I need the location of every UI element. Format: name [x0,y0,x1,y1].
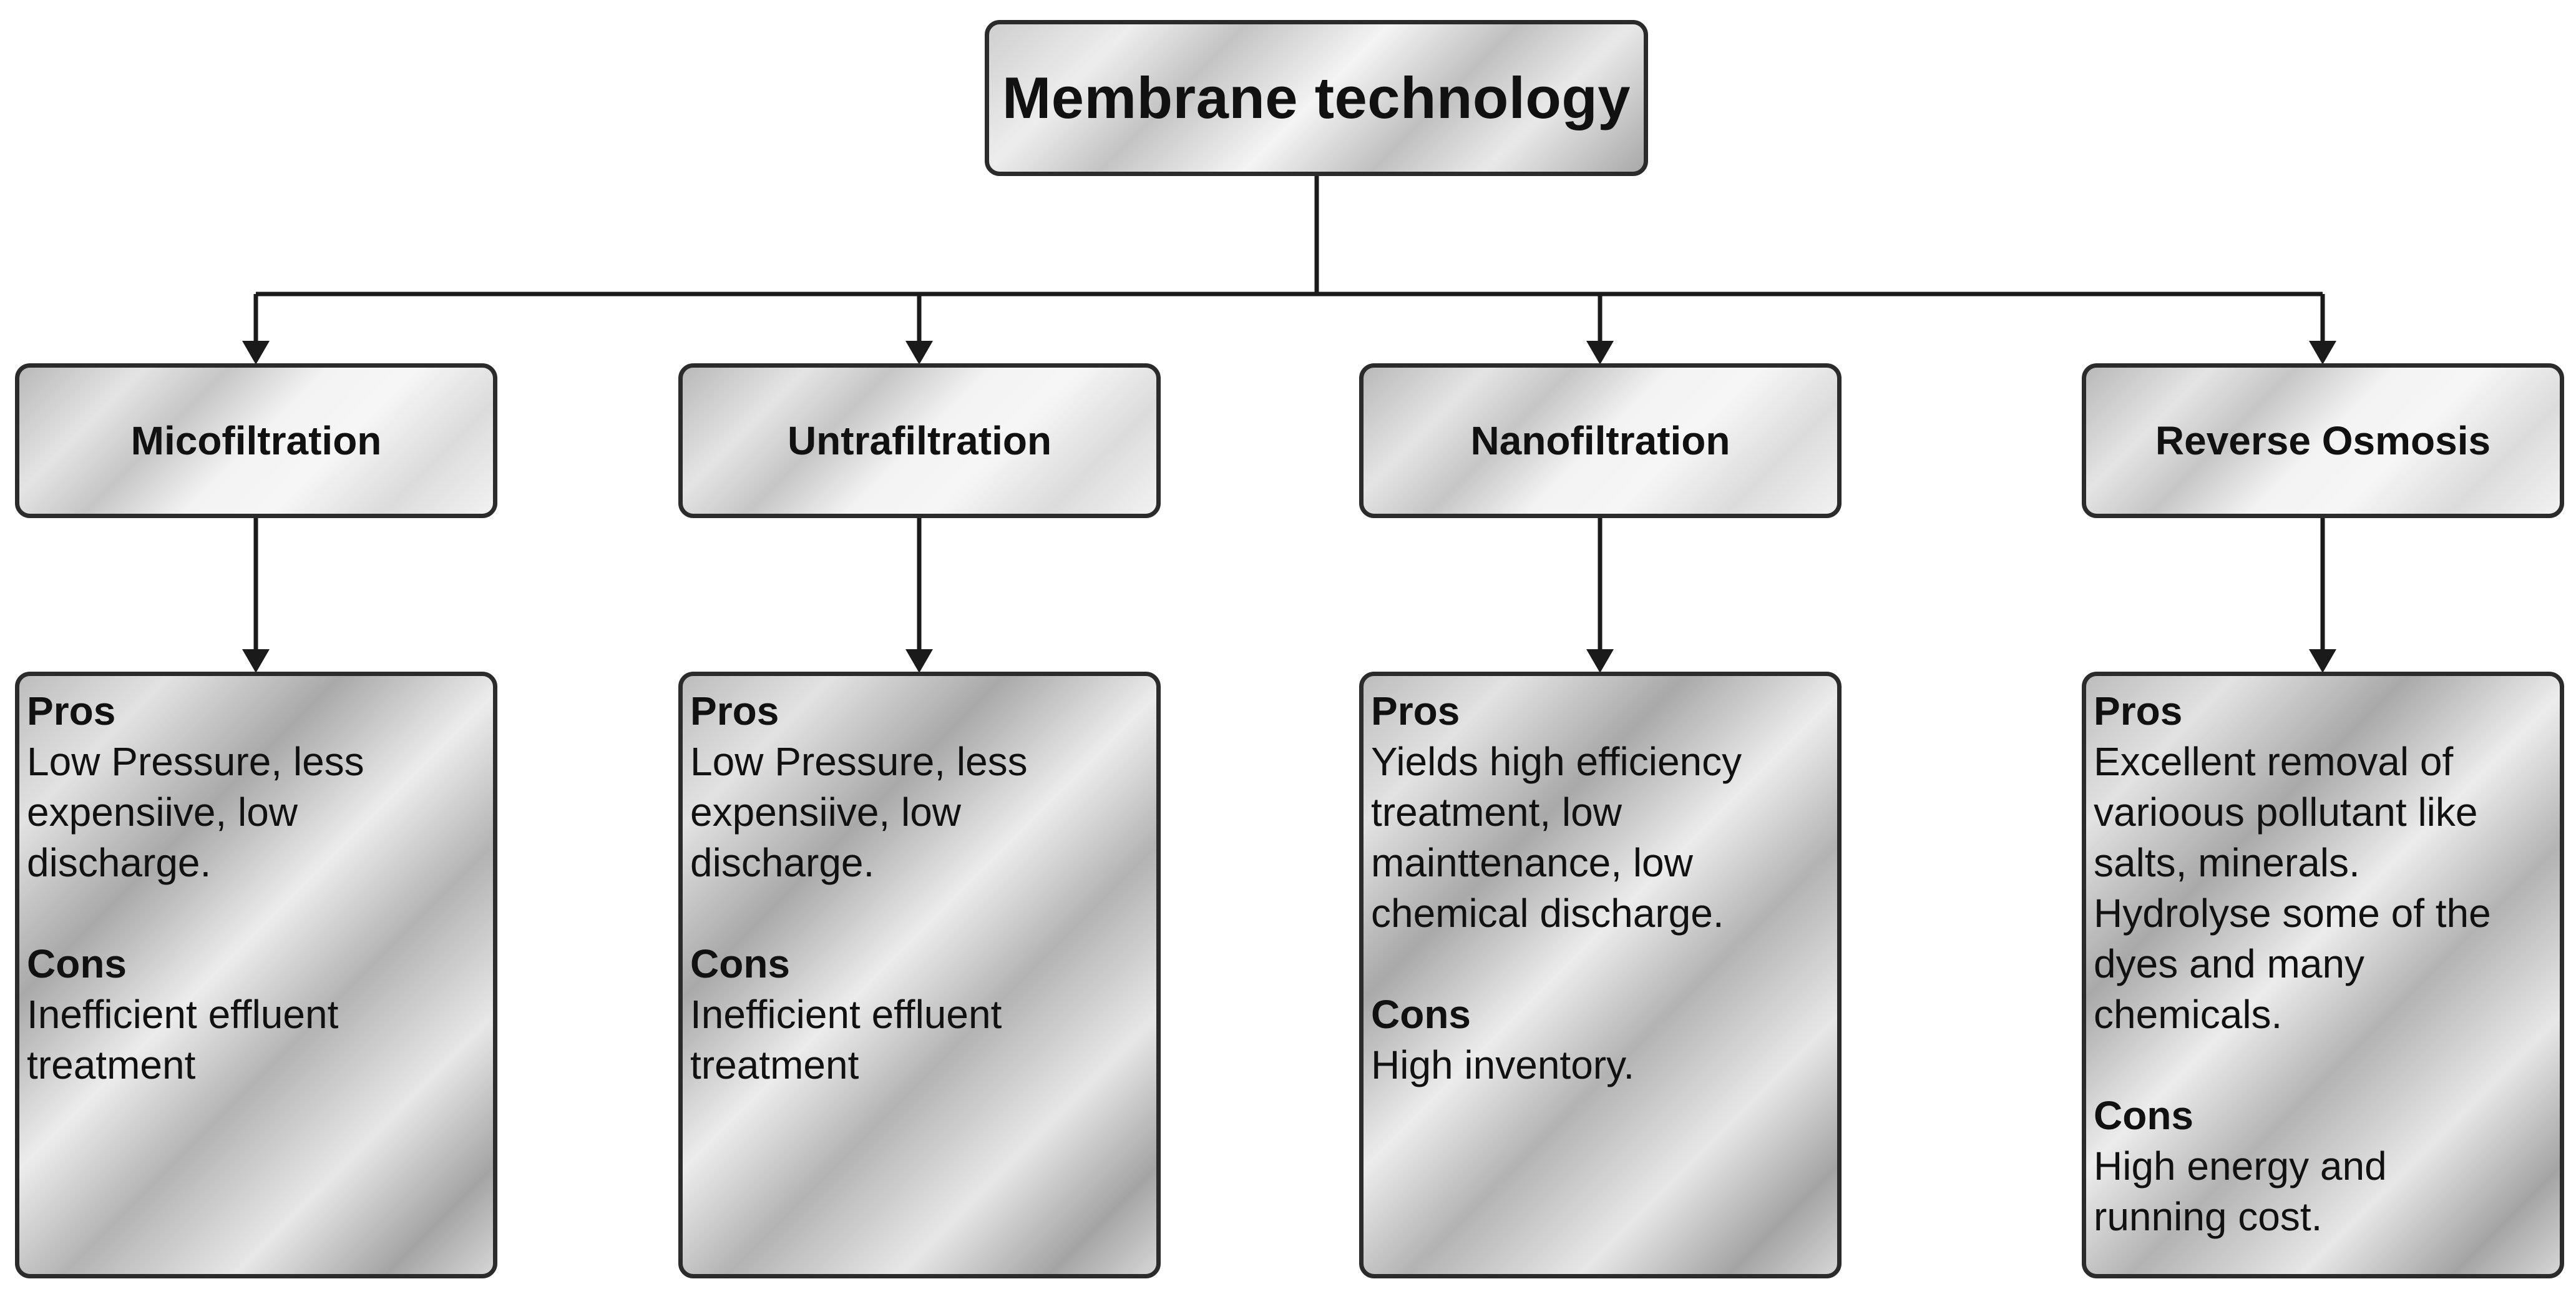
pros-line: expensiive, low [690,790,961,835]
cons-heading: Cons [690,941,790,986]
arrowhead-icon [242,341,270,365]
details-nanofiltration: Pros Yields high efficiency treatment, l… [1359,672,1842,1278]
pros-line: treatment, low [1371,790,1622,835]
arrowhead-icon [905,649,933,673]
type-label: Untrafiltration [787,418,1052,463]
pros-line: Excellent removal of [2094,739,2454,784]
cons-line: Inefficient effluent [27,992,339,1037]
pros-line: Low Pressure, less [690,739,1028,784]
details-untrafiltration: Pros Low Pressure, less expensiive, low … [678,672,1161,1278]
arrowhead-icon [905,341,933,365]
type-node-reverse-osmosis: Reverse Osmosis [2082,363,2564,518]
pros-heading: Pros [1371,689,1460,733]
pros-line: chemical discharge. [1371,891,1724,936]
cons-line: treatment [27,1042,196,1087]
section-spacer [2094,1040,2552,1091]
cons-heading: Cons [1371,992,1471,1037]
root-node: Membrane technology [985,20,1648,176]
pros-heading: Pros [27,689,116,733]
type-node-micofiltration: Micofiltration [15,363,497,518]
section-spacer [1371,939,1830,989]
pros-heading: Pros [2094,689,2183,733]
cons-heading: Cons [27,941,127,986]
details-reverse-osmosis: Pros Excellent removal of varioous pollu… [2082,672,2564,1278]
pros-line: salts, minerals. [2094,840,2360,885]
type-label: Nanofiltration [1470,418,1730,463]
type-label: Micofiltration [130,418,382,463]
cons-line: treatment [690,1042,859,1087]
type-node-nanofiltration: Nanofiltration [1359,363,1842,518]
section-spacer [690,888,1149,939]
cons-line: High energy and [2094,1144,2387,1189]
cons-line: running cost. [2094,1194,2323,1239]
cons-line: High inventory. [1371,1042,1635,1087]
arrowhead-icon [1586,649,1614,673]
pros-line: dyes and many [2094,941,2365,986]
pros-line: expensiive, low [27,790,298,835]
pros-line: varioous pollutant like [2094,790,2478,835]
pros-line: Low Pressure, less [27,739,364,784]
details-micofiltration: Pros Low Pressure, less expensiive, low … [15,672,497,1278]
arrowhead-icon [1586,341,1614,365]
root-title: Membrane technology [1002,65,1631,130]
pros-line: discharge. [690,840,875,885]
pros-heading: Pros [690,689,779,733]
pros-line: discharge. [27,840,212,885]
pros-line: chemicals. [2094,992,2283,1037]
cons-line: Inefficient effluent [690,992,1002,1037]
arrowhead-icon [2309,649,2336,673]
arrowhead-icon [242,649,270,673]
section-spacer [27,888,485,939]
pros-line: mainttenance, low [1371,840,1693,885]
arrowhead-icon [2309,341,2336,365]
pros-line: Yields high efficiency [1371,739,1742,784]
pros-line: Hydrolyse some of the [2094,891,2491,936]
type-label: Reverse Osmosis [2155,418,2491,463]
type-node-untrafiltration: Untrafiltration [678,363,1161,518]
cons-heading: Cons [2094,1093,2193,1138]
